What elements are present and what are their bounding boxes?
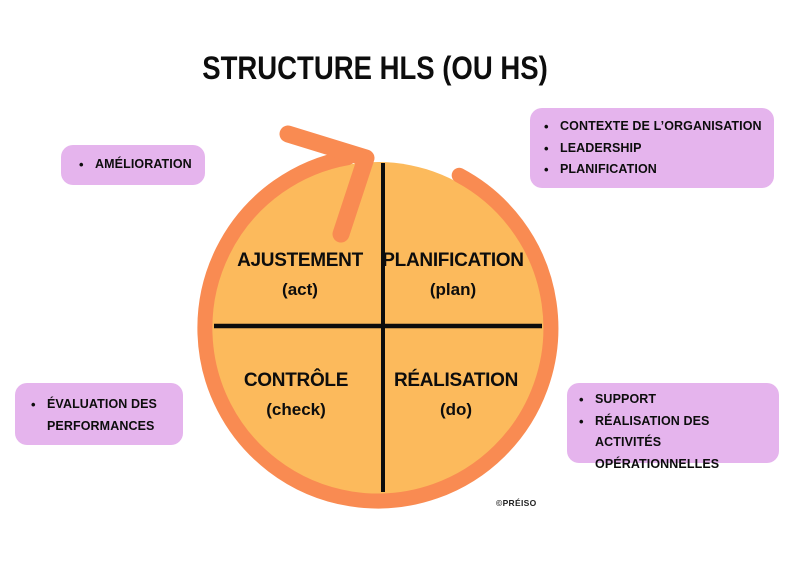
list-item: • RÉALISATION DES ACTIVITÉS OPÉRATIONNEL… [579, 411, 771, 476]
quadrant-sub: (plan) [429, 280, 477, 299]
page-title: STRUCTURE HLS (OU HS) [202, 50, 548, 86]
quadrant-sub: (act) [282, 280, 318, 299]
callout-item-label: PLANIFICATION [560, 162, 657, 176]
bullet-icon: • [579, 413, 584, 429]
quadrant-name: AJUSTEMENT [237, 250, 363, 271]
bullet-icon: • [31, 397, 36, 412]
callout-item-label: LEADERSHIP [560, 140, 642, 155]
bullet-icon: • [544, 162, 549, 177]
bullet-icon: • [544, 140, 549, 156]
quadrant-realisation: RÉALISATION (do) [371, 370, 541, 420]
callout-evaluation-performances: • ÉVALUATION DES PERFORMANCES [15, 383, 183, 445]
copyright-credit: ©PRÉISO [496, 498, 537, 508]
quadrant-name: PLANIFICATION [382, 250, 524, 271]
quadrant-ajustement: AJUSTEMENT (act) [215, 250, 385, 300]
callout-item-label: ÉVALUATION DES PERFORMANCES [47, 397, 157, 433]
cycle-arrow-icon [279, 125, 375, 243]
list-item: • PLANIFICATION [544, 159, 764, 181]
list-item: • CONTEXTE DE L’ORGANISATION [544, 116, 764, 138]
cycle-ring [197, 150, 559, 509]
bullet-icon: • [579, 392, 584, 407]
quadrant-sub: (do) [439, 400, 473, 419]
callout-amelioration: • AMÉLIORATION [61, 145, 205, 185]
callout-support: • SUPPORT • RÉALISATION DES ACTIVITÉS OP… [567, 383, 779, 471]
bullet-icon: • [79, 157, 84, 172]
quadrant-name: CONTRÔLE [243, 370, 349, 391]
list-item: • AMÉLIORATION [79, 154, 195, 176]
list-item: • LEADERSHIP [544, 138, 764, 160]
quadrant-controle: CONTRÔLE (check) [211, 370, 381, 420]
quadrant-name: RÉALISATION [393, 370, 519, 391]
callout-item-label: AMÉLIORATION [95, 157, 192, 171]
callout-item-label: RÉALISATION DES ACTIVITÉS OPÉRATIONNELLE… [595, 413, 720, 471]
callout-item-label: SUPPORT [595, 392, 657, 406]
bullet-icon: • [544, 119, 549, 134]
list-item: • ÉVALUATION DES PERFORMANCES [31, 394, 175, 437]
quadrant-planification: PLANIFICATION (plan) [368, 250, 538, 300]
callout-context-organisation: • CONTEXTE DE L’ORGANISATION • LEADERSHI… [530, 108, 774, 188]
list-item: • SUPPORT [579, 389, 771, 411]
callout-item-label: CONTEXTE DE L’ORGANISATION [560, 119, 762, 133]
quadrant-sub: (check) [266, 400, 326, 419]
